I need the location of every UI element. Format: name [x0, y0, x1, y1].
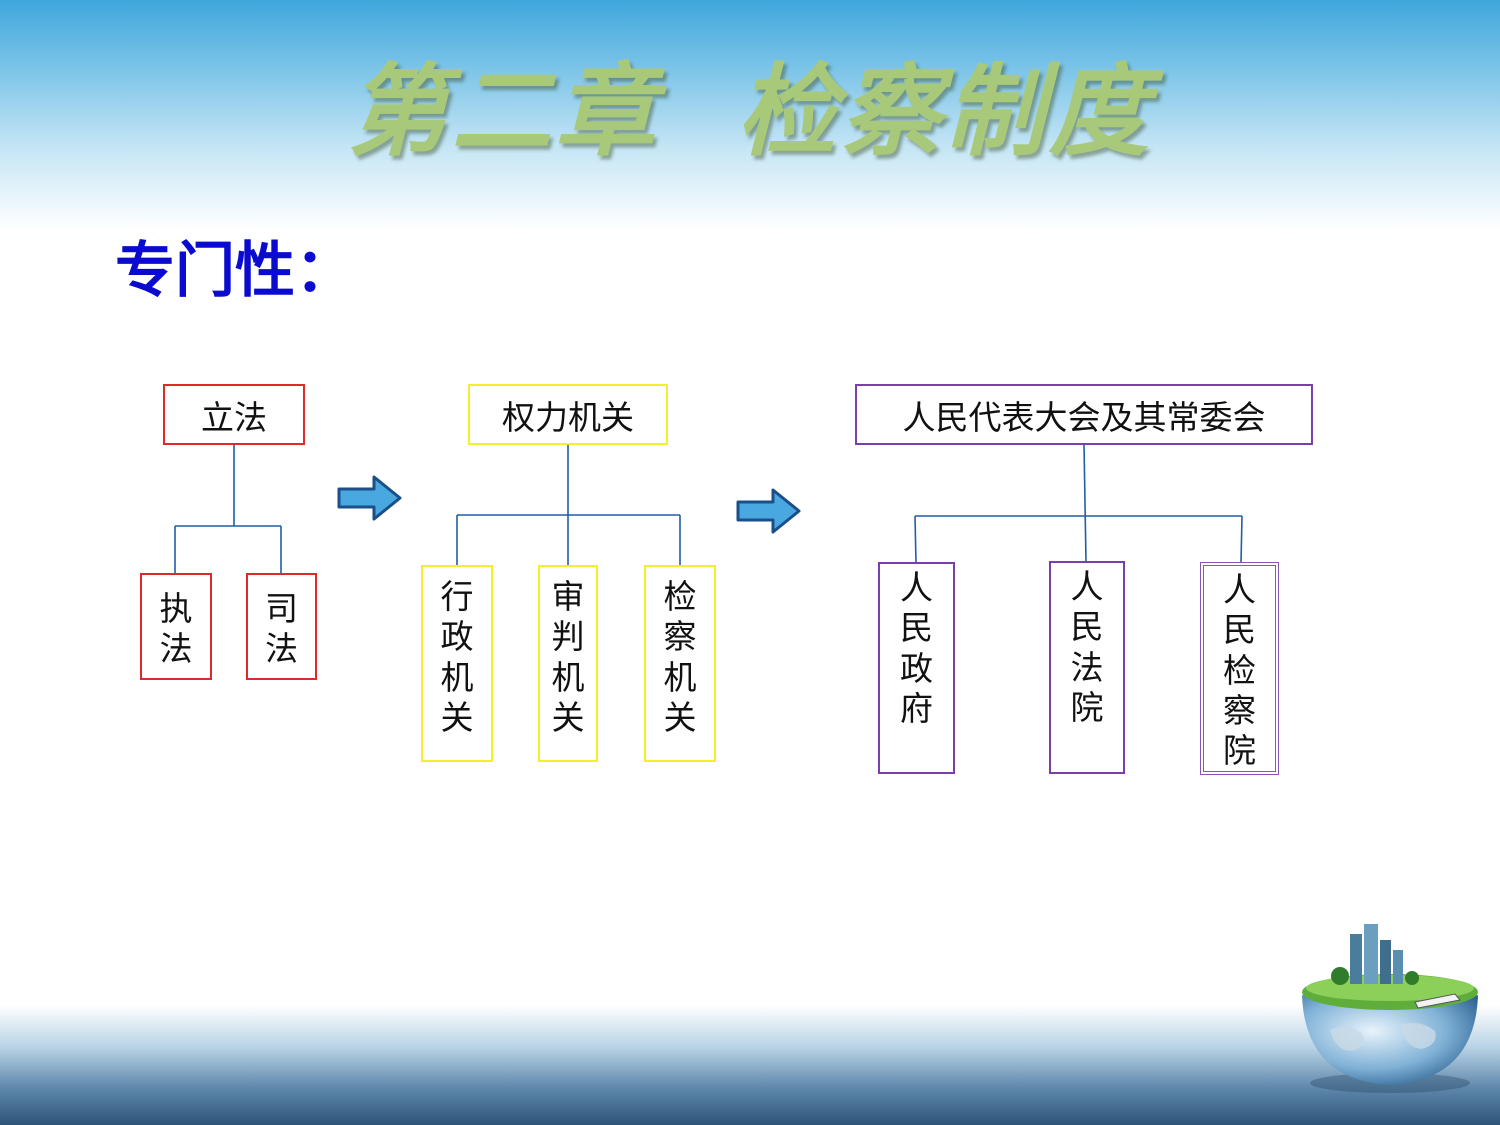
node-judicial-organ: 审判机关 — [538, 565, 598, 762]
node-peoples-government: 人民政府 — [878, 562, 955, 774]
slide-title: 第二章 检察制度 — [347, 52, 1153, 170]
node-label: 人民政府 — [900, 568, 933, 728]
node-procuratorial-organ: 检察机关 — [644, 565, 716, 762]
section-heading: 专门性： — [115, 236, 355, 306]
node-label: 审判机关 — [551, 577, 585, 737]
node-judiciary: 司法 — [246, 573, 317, 680]
node-label: 人民检察院 — [1223, 570, 1256, 770]
globe-city-icon — [1302, 924, 1478, 1093]
node-peoples-court: 人民法院 — [1049, 561, 1125, 774]
node-administrative-organ: 行政机关 — [421, 565, 493, 762]
node-peoples-procuratorate: 人民检察院 — [1200, 562, 1279, 775]
node-label: 执法 — [159, 589, 193, 669]
node-peoples-congress: 人民代表大会及其常委会 — [855, 384, 1313, 445]
node-label: 行政机关 — [440, 577, 474, 737]
right-arrow-icon — [337, 475, 402, 521]
node-label: 检察机关 — [663, 577, 697, 737]
node-legislation: 立法 — [163, 384, 305, 445]
right-arrow-icon — [736, 488, 801, 534]
node-law-enforcement: 执法 — [140, 573, 212, 680]
footer-background — [0, 1005, 1500, 1125]
node-organ-of-power: 权力机关 — [468, 384, 668, 445]
node-label: 人民法院 — [1070, 567, 1104, 727]
node-label: 司法 — [265, 589, 298, 669]
header-background — [0, 0, 1500, 230]
